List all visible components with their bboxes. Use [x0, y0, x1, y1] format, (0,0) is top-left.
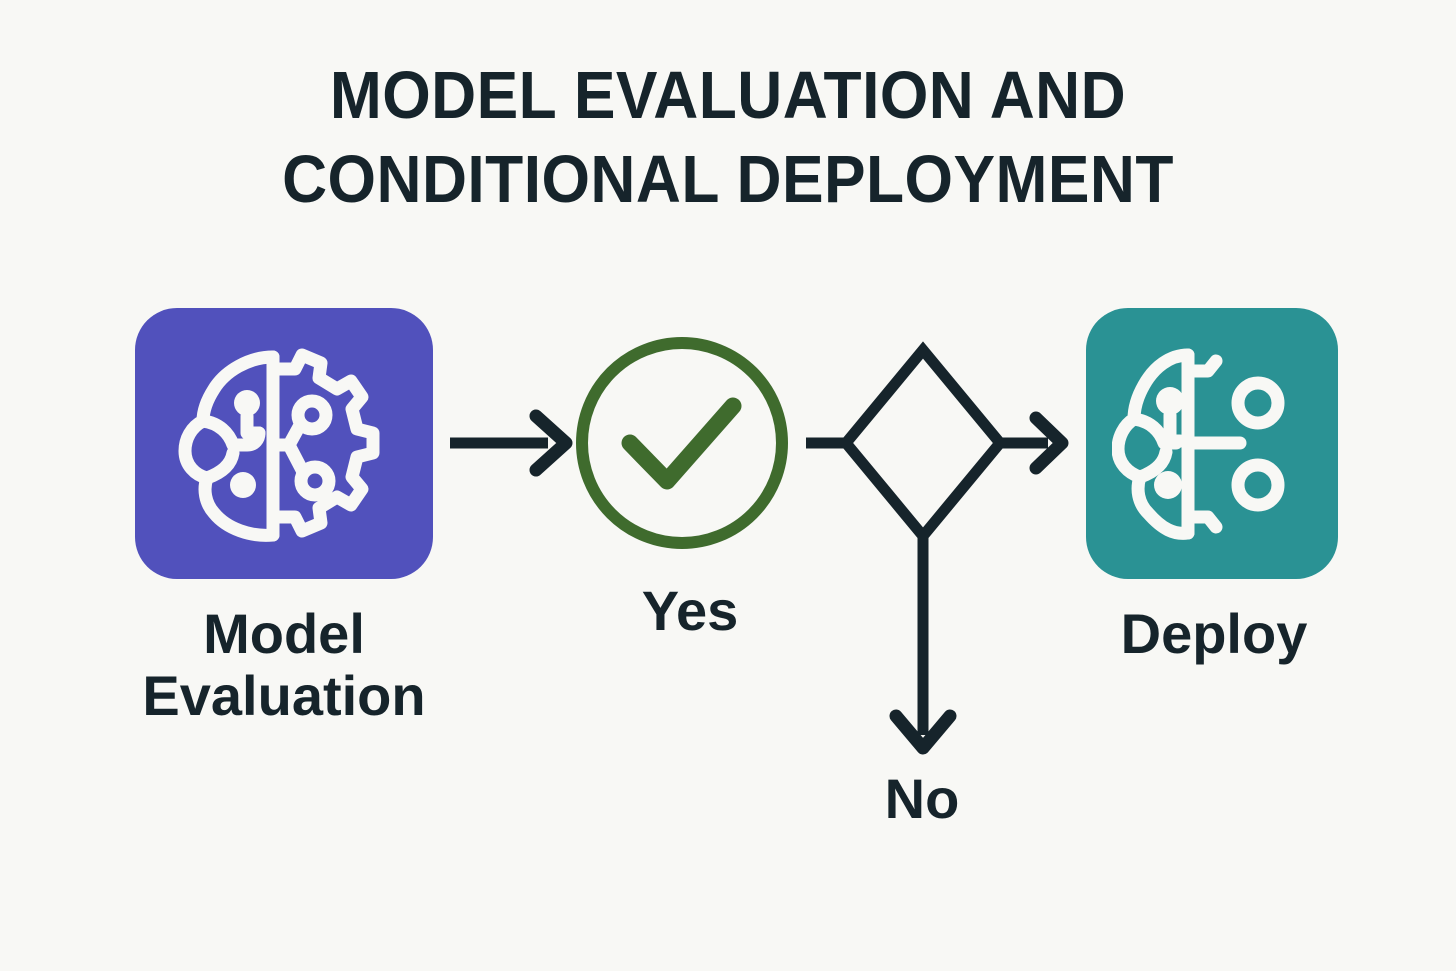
edge-decision-no-branch — [889, 532, 957, 755]
node-decision-diamond[interactable] — [838, 341, 1008, 545]
brain-network-icon — [1112, 348, 1285, 540]
edge-decision-to-deploy — [996, 411, 1069, 475]
node-deploy[interactable] — [1086, 308, 1338, 579]
page-title-line-1: MODEL EVALUATION AND — [329, 58, 1127, 133]
page-title-line-2: CONDITIONAL DEPLOYMENT — [282, 142, 1174, 217]
edge-model-to-check — [450, 409, 573, 477]
branch-label-no: No — [884, 767, 960, 830]
branch-label-yes: Yes — [641, 579, 739, 642]
brain-gear-icon — [178, 348, 380, 542]
node-model-evaluation[interactable] — [135, 308, 433, 579]
page-title: MODEL EVALUATION AND CONDITIONAL DEPLOYM… — [51, 54, 1405, 222]
node-label-model-evaluation: Model Evaluation — [142, 602, 426, 727]
check-circle-icon[interactable] — [576, 337, 788, 549]
node-label-deploy: Deploy — [1120, 602, 1308, 665]
